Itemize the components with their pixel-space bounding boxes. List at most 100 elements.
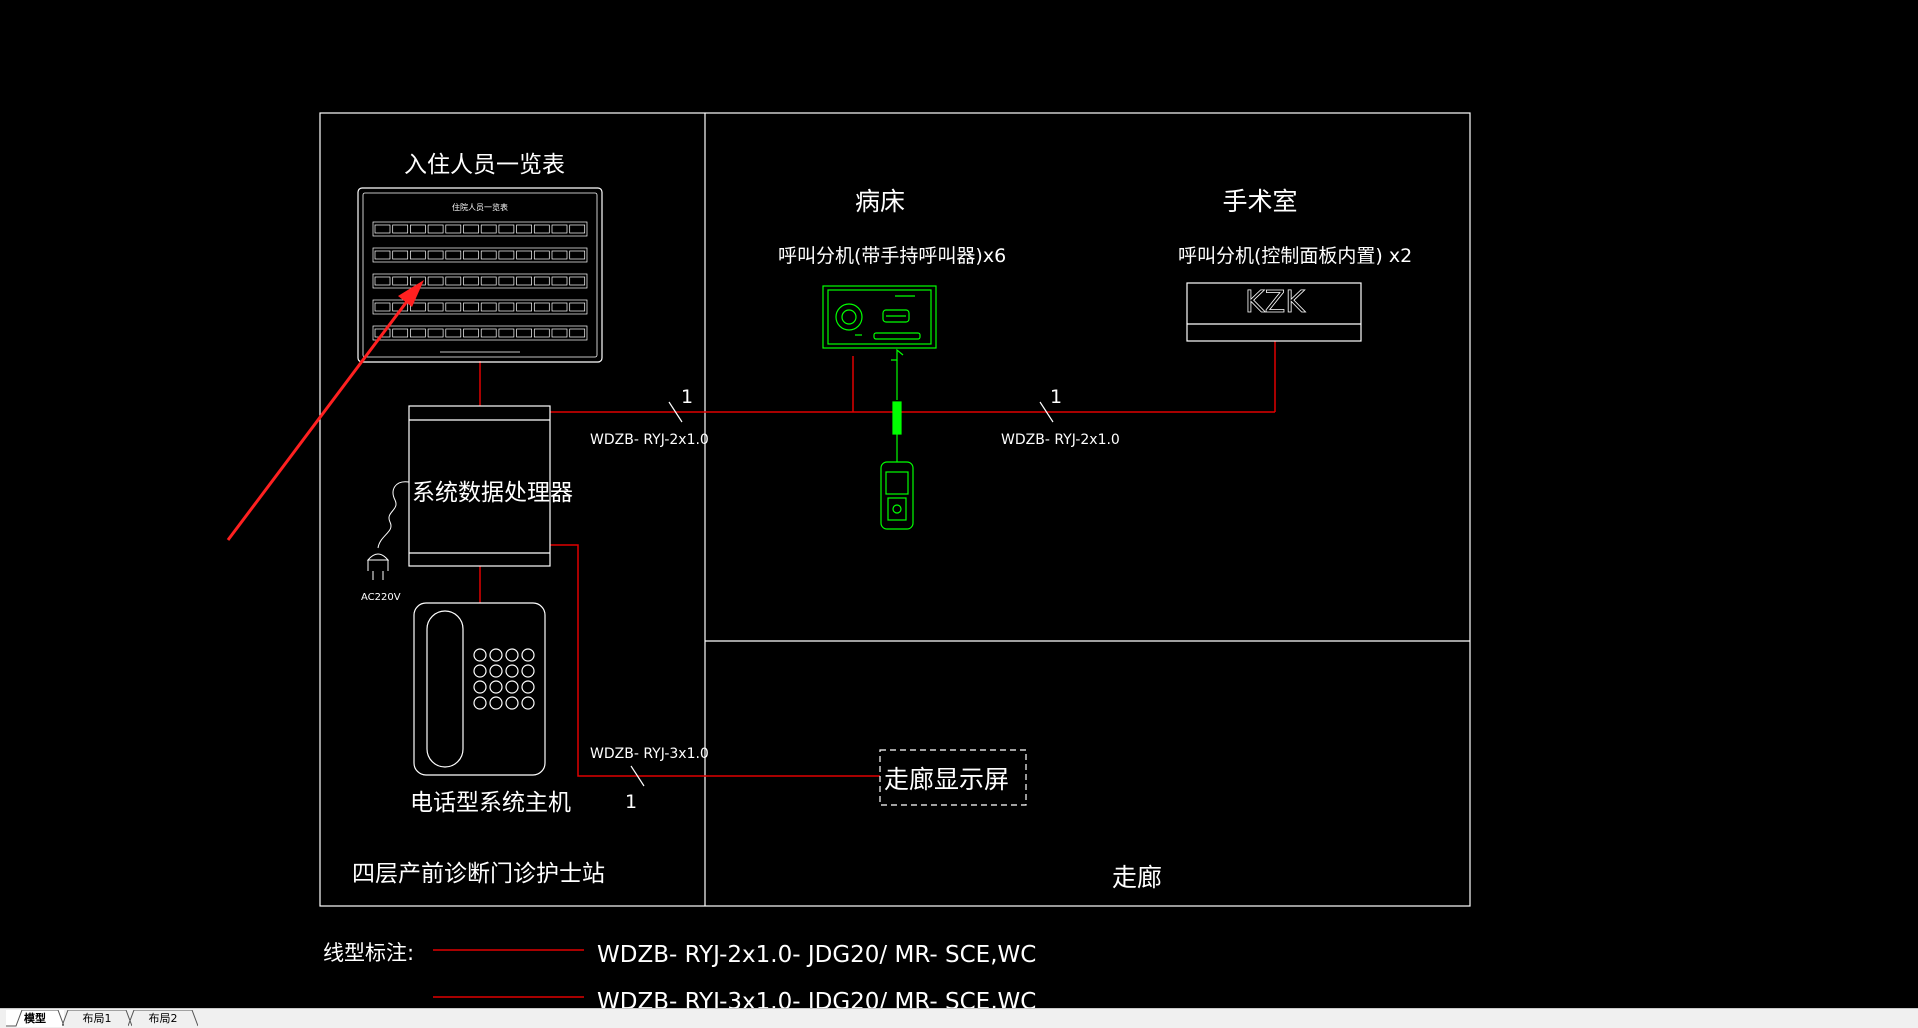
panel-cell [533, 224, 550, 234]
panel-cell [374, 224, 391, 234]
cable-count-1: 1 [681, 386, 693, 408]
tab-layout1-label: 布局1 [82, 1012, 112, 1025]
panel-cell [410, 250, 426, 260]
phone-key [473, 648, 487, 662]
or-control-panel[interactable] [1186, 282, 1362, 342]
panel-cell [392, 276, 409, 286]
panel-cell [516, 224, 532, 234]
room-frame [319, 112, 1471, 907]
patient-list-panel[interactable]: 住院人员一览表 [357, 187, 603, 363]
phone-key [521, 664, 535, 678]
phone-key [521, 648, 535, 662]
phone-host-icon[interactable] [413, 602, 546, 776]
panel-cell [569, 224, 586, 234]
handheld-caller-icon[interactable] [880, 348, 914, 530]
station-label: 四层产前诊断门诊护士站 [352, 861, 605, 887]
panel-cell [569, 250, 586, 260]
panel-cell [445, 328, 462, 338]
panel-cell [516, 302, 532, 312]
panel-cell [516, 276, 532, 286]
panel-row [372, 221, 588, 237]
panel-cell [427, 250, 444, 260]
power-label: AC220V [361, 592, 401, 603]
panel-cell [410, 224, 426, 234]
panel-cell [569, 276, 586, 286]
corridor-display-box[interactable] [879, 749, 1027, 806]
panel-cell [445, 276, 462, 286]
panel-cell [551, 328, 568, 338]
tab-model-label: 模型 [24, 1012, 46, 1025]
panel-cell [498, 302, 515, 312]
legend-text-1: WDZB- RYJ-2x1.0- JDG20/ MR- SCE,WC [597, 942, 1036, 968]
tab-layout2-label: 布局2 [148, 1012, 178, 1025]
cable-count-3: 1 [625, 791, 637, 813]
tab-layout2[interactable]: 布局2 [128, 1010, 198, 1027]
panel-cell [463, 250, 479, 260]
panel-cell [445, 302, 462, 312]
panel-cell [569, 328, 586, 338]
panel-cell [427, 224, 444, 234]
processor-label: 系统数据处理器 [412, 480, 573, 506]
panel-cell [374, 276, 391, 286]
panel-cell [569, 302, 586, 312]
panel-cell [480, 250, 497, 260]
phone-key [505, 648, 519, 662]
corridor-display-label: 走廊显示屏 [884, 765, 1009, 794]
panel-cell [551, 224, 568, 234]
red-wiring [479, 341, 1276, 777]
phone-key [489, 648, 503, 662]
panel-cell [392, 250, 409, 260]
panel-cell [480, 224, 497, 234]
panel-cell [551, 302, 568, 312]
bed-title: 病床 [855, 187, 905, 216]
bed-call-unit[interactable] [822, 285, 937, 349]
data-processor[interactable] [408, 405, 551, 567]
panel-cell [374, 328, 391, 338]
phone-key [473, 664, 487, 678]
panel-cell [392, 224, 409, 234]
phone-key [489, 664, 503, 678]
panel-cell [410, 328, 426, 338]
cable-count-2: 1 [1050, 386, 1062, 408]
panel-cell [498, 276, 515, 286]
panel-cell [551, 276, 568, 286]
panel-cell [551, 250, 568, 260]
panel-cell [374, 250, 391, 260]
bed-device-label: 呼叫分机(带手持呼叫器)x6 [778, 245, 1006, 267]
panel-cell [427, 276, 444, 286]
tab-model[interactable]: 模型 [6, 1010, 64, 1027]
panel-cell [498, 328, 515, 338]
panel-cell [463, 224, 479, 234]
panel-row [372, 299, 588, 315]
phone-key [505, 680, 519, 694]
cable-label-1: WDZB- RYJ-2x1.0 [590, 432, 709, 448]
cable-label-3: WDZB- RYJ-3x1.0 [590, 746, 709, 762]
panel-cell [533, 302, 550, 312]
panel-cell [480, 328, 497, 338]
panel-cell [463, 328, 479, 338]
panel-cell [498, 250, 515, 260]
panel-cell [516, 250, 532, 260]
phone-key [505, 664, 519, 678]
power-plug-icon [366, 481, 410, 580]
panel-row [372, 325, 588, 341]
panel-cell [480, 302, 497, 312]
panel-cell [427, 302, 444, 312]
phone-key [505, 696, 519, 710]
legend-title: 线型标注: [323, 941, 414, 965]
kzk-label: KZK [1245, 285, 1306, 320]
panel-cell [533, 328, 550, 338]
panel-cell [533, 250, 550, 260]
panel-cell [463, 302, 479, 312]
or-device-label: 呼叫分机(控制面板内置) x2 [1178, 245, 1412, 267]
layout-tab-bar: 模型 布局1 布局2 [0, 1008, 1918, 1028]
panel-cell [516, 328, 532, 338]
panel-cell [445, 224, 462, 234]
cable-ticks [630, 401, 1054, 787]
panel-row [372, 247, 588, 263]
panel-row [372, 273, 588, 289]
phone-key [521, 696, 535, 710]
tab-layout1[interactable]: 布局1 [62, 1010, 132, 1027]
panel-cell [427, 328, 444, 338]
